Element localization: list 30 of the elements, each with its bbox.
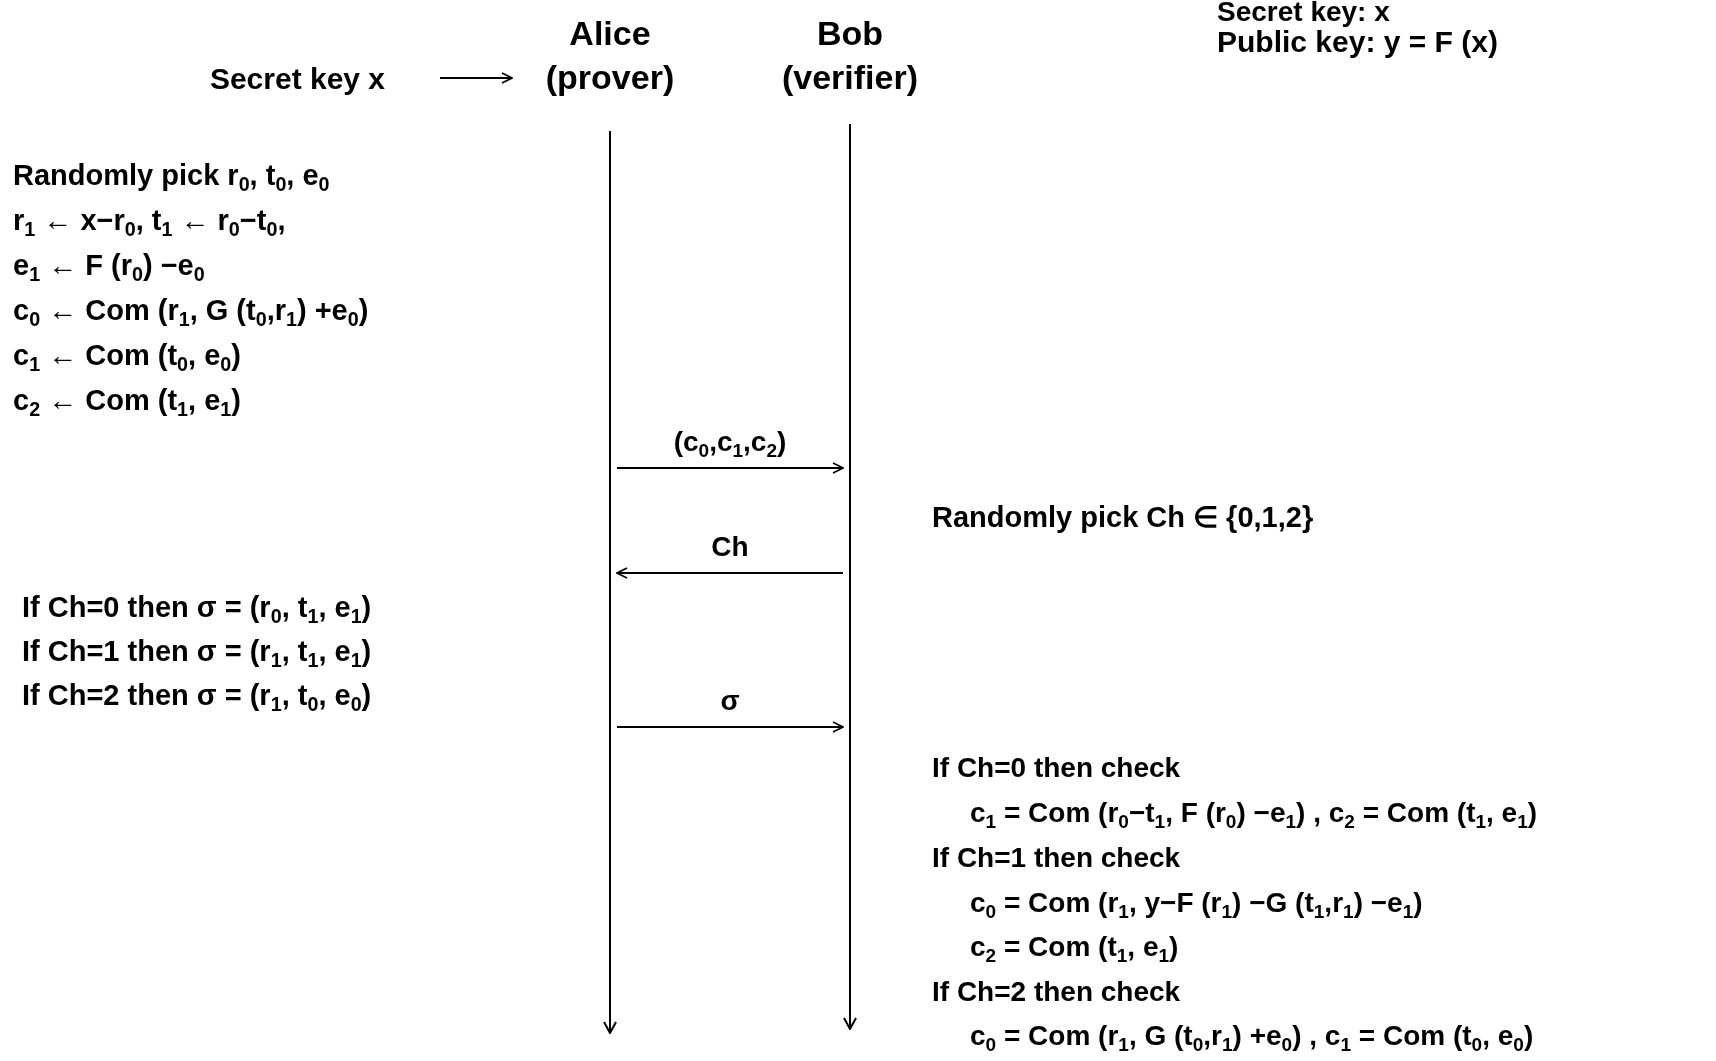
participant-label: Bob (verifier) — [755, 8, 945, 102]
arrow — [616, 721, 844, 733]
formula-text: c$_{0}$ = Com (r$_{1}$, y−F (r$_{1}$) −G (t$_{1}$,r$_{1}$) −e$_{1}$) — [970, 886, 1423, 923]
lifeline-arrow — [603, 131, 617, 1034]
formula-text: Randomly pick r$_{0}$, t$_{0}$, e$_{0}$ — [13, 158, 330, 195]
formula-text: c$_{1}$ ← Com (t$_{0}$, e$_{0}$) — [13, 338, 241, 375]
formula-text: If Ch=0 then check — [932, 751, 1181, 785]
formula-text: c$_{0}$ ← Com (r$_{1}$, G (t$_{0}$,r$_{1}$) +e$_{0}$) — [13, 293, 369, 330]
arrow — [616, 567, 844, 579]
arrow — [616, 462, 844, 474]
formula-text: If Ch=1 then σ = (r$_{1}$, t$_{1}$, e$_{1}$) — [22, 634, 372, 671]
formula-text: If Ch=0 then σ = (r$_{0}$, t$_{1}$, e$_{1}$) — [22, 590, 372, 627]
formula-text: e$_{1}$ ← F (r$_{0}$) −e$_{0}$ — [13, 248, 205, 285]
formula-text: Secret key: x — [1217, 0, 1390, 29]
formula-text: c$_{0}$ = Com (r$_{1}$, G (t$_{0}$,r$_{1}$) +e$_{0}$) , c$_{1}$ = Com (t$_{0}$, e$_{0}$) — [970, 1019, 1534, 1056]
formula-text: If Ch=1 then check — [932, 841, 1181, 875]
participant-label: Secret key x — [185, 55, 410, 101]
formula-text: c$_{2}$ = Com (t$_{1}$, e$_{1}$) — [970, 930, 1179, 967]
edge-label: (c$_{0}$,c$_{1}$,c$_{2}$) — [673, 425, 787, 460]
lifeline-arrow — [843, 124, 857, 1030]
formula-text: c$_{1}$ = Com (r$_{0}$−t$_{1}$, F (r$_{0}$) −e$_{1}$) , c$_{2}$ = Com (t$_{1}$, e$_{1}$) — [970, 796, 1538, 833]
edge-label: Ch — [711, 530, 749, 564]
formula-text: Randomly pick Ch ∈ {0,1,2} — [932, 500, 1314, 535]
edge-label: σ — [720, 684, 740, 718]
arrow — [439, 72, 513, 84]
formula-text: r$_{1}$ ← x−r$_{0}$, t$_{1}$ ← r$_{0}$−t$_{0}$, — [13, 203, 286, 240]
formula-text: If Ch=2 then check — [932, 975, 1181, 1009]
formula-text: c$_{2}$ ← Com (t$_{1}$, e$_{1}$) — [13, 383, 241, 420]
participant-label: Alice (prover) — [520, 8, 700, 102]
formula-text: If Ch=2 then σ = (r$_{1}$, t$_{0}$, e$_{0}$) — [22, 678, 372, 715]
